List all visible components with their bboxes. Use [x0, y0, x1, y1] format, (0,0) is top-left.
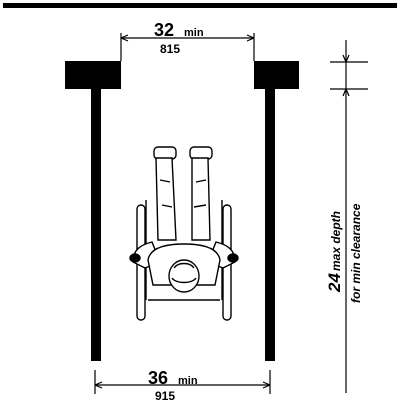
bottom-dimension-line — [94, 370, 271, 394]
left-post — [91, 89, 101, 361]
right-post — [265, 89, 275, 361]
depth-dimension-label-1: max depth — [329, 211, 343, 271]
bottom-dimension-value: 36 — [148, 368, 168, 388]
right-post-cap — [254, 61, 299, 89]
top-dimension-unit: min — [184, 27, 204, 39]
top-dimension-value: 32 — [154, 20, 174, 40]
depth-dimension-label-2: for min clearance — [349, 203, 363, 303]
top-border-line — [3, 3, 397, 8]
top-dimension-line — [120, 33, 255, 61]
wheelchair-user-top-view-icon — [129, 146, 239, 321]
left-post-cap — [65, 61, 121, 89]
bottom-dimension-metric: 915 — [155, 389, 175, 403]
bottom-dimension-unit: min — [178, 375, 198, 387]
depth-dimension-line — [330, 40, 368, 393]
depth-dimension-value: 24 — [325, 273, 344, 293]
top-dimension-metric: 815 — [160, 42, 180, 56]
